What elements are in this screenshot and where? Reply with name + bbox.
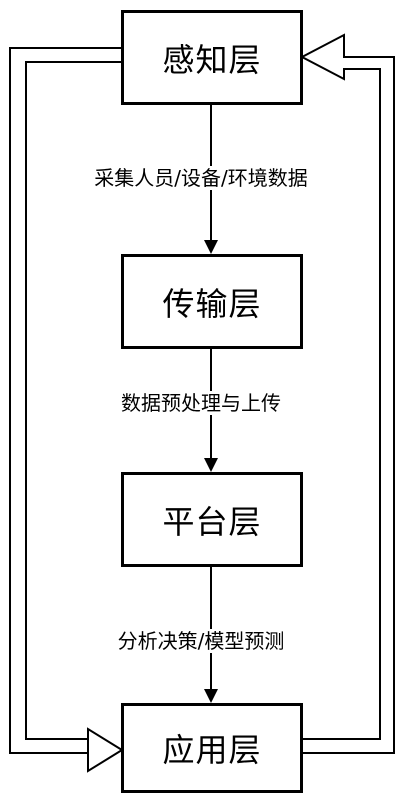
edge-label-preprocess-text: 数据预处理与上传 [117,391,285,415]
arrowhead-transport [204,240,218,254]
arrowhead-application [204,689,218,703]
node-transport-layer: 传输层 [121,254,303,349]
edge-label-preprocess: 数据预处理与上传 [0,390,402,416]
edge-label-collect-text: 采集人员/设备/环境数据 [90,166,312,190]
edge-label-analyze-text: 分析决策/模型预测 [113,629,289,653]
edge-label-analyze: 分析决策/模型预测 [0,628,402,654]
node-application-layer: 应用层 [121,703,303,793]
edge-label-collect: 采集人员/设备/环境数据 [0,165,402,191]
node-perception-layer: 感知层 [121,10,303,105]
node-platform-layer: 平台层 [121,472,303,567]
arrowhead-platform [204,458,218,472]
